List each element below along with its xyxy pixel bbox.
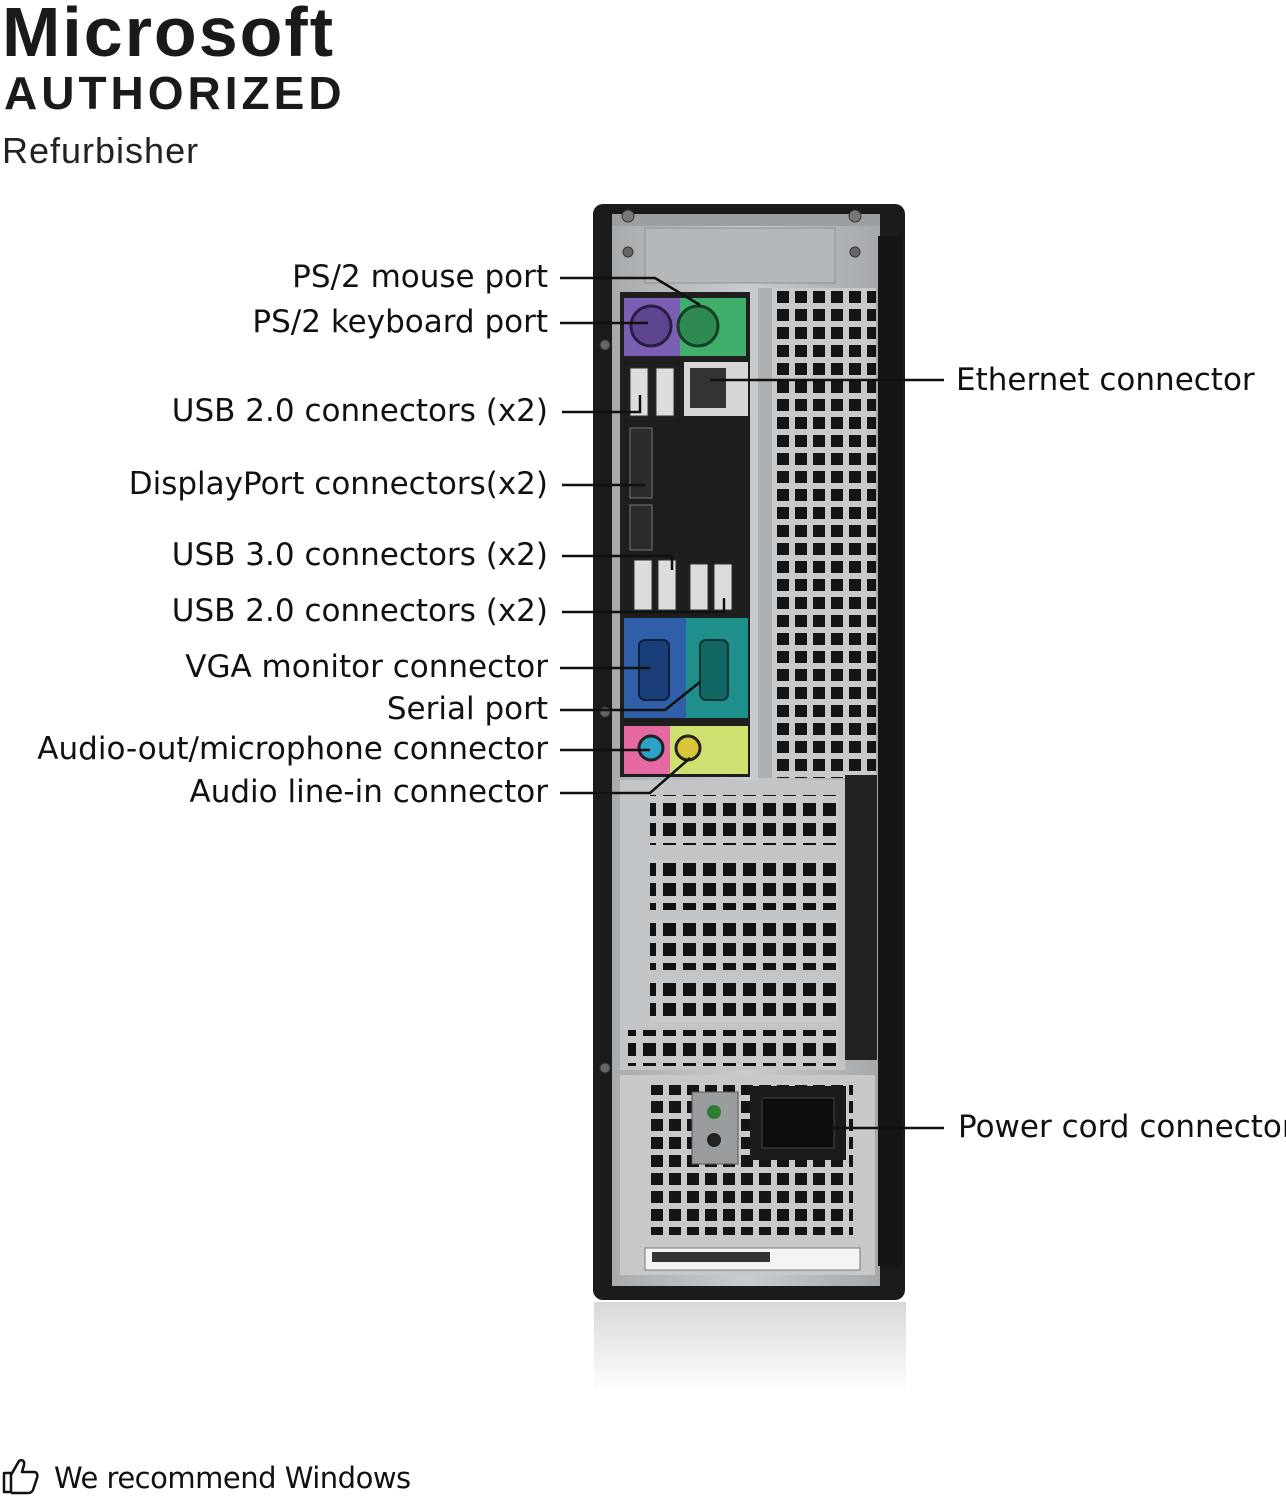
label-audio-out: Audio-out/microphone connector	[37, 731, 548, 767]
leader-lines	[560, 276, 944, 1130]
label-displayport: DisplayPort connectors(x2)	[128, 466, 548, 502]
leader-usb20-top	[562, 395, 642, 414]
leader-usb20-bottom	[562, 598, 726, 614]
label-ethernet: Ethernet connector	[956, 362, 1255, 398]
leader-serial	[560, 681, 701, 712]
leader-audio-in	[560, 757, 691, 795]
thumbs-up-icon	[0, 1457, 40, 1499]
recommend-windows-footer: We recommend Windows	[0, 1458, 411, 1498]
leader-ps2-mouse	[560, 276, 701, 307]
label-usb20-bottom: USB 2.0 connectors (x2)	[171, 593, 548, 629]
label-usb20-top: USB 2.0 connectors (x2)	[171, 393, 548, 429]
label-power-cord: Power cord connector	[958, 1109, 1286, 1145]
expansion-slots	[620, 775, 877, 1070]
audio-in-jack	[674, 734, 702, 762]
vent-mesh-upper	[772, 288, 876, 778]
label-vga-connector: VGA monitor connector	[185, 649, 548, 685]
power-supply	[620, 1075, 875, 1275]
footer-text: We recommend Windows	[54, 1461, 411, 1495]
logo-microsoft-text: Microsoft	[2, 0, 335, 71]
label-ps2-keyboard-port: PS/2 keyboard port	[252, 304, 548, 340]
leader-usb30	[562, 554, 674, 570]
audio-out-jack	[637, 734, 665, 762]
label-serial-port: Serial port	[386, 691, 548, 727]
label-audio-in: Audio line-in connector	[189, 774, 549, 810]
label-ps2-mouse-port: PS/2 mouse port	[292, 259, 548, 295]
label-usb30: USB 3.0 connectors (x2)	[171, 537, 548, 573]
case-reflection	[594, 1302, 906, 1394]
ethernet-port	[690, 368, 726, 408]
logo-refurbisher-text: Refurbisher	[2, 130, 200, 171]
io-panel	[620, 292, 750, 777]
logo-authorized-text: AUTHORIZED	[4, 67, 346, 119]
